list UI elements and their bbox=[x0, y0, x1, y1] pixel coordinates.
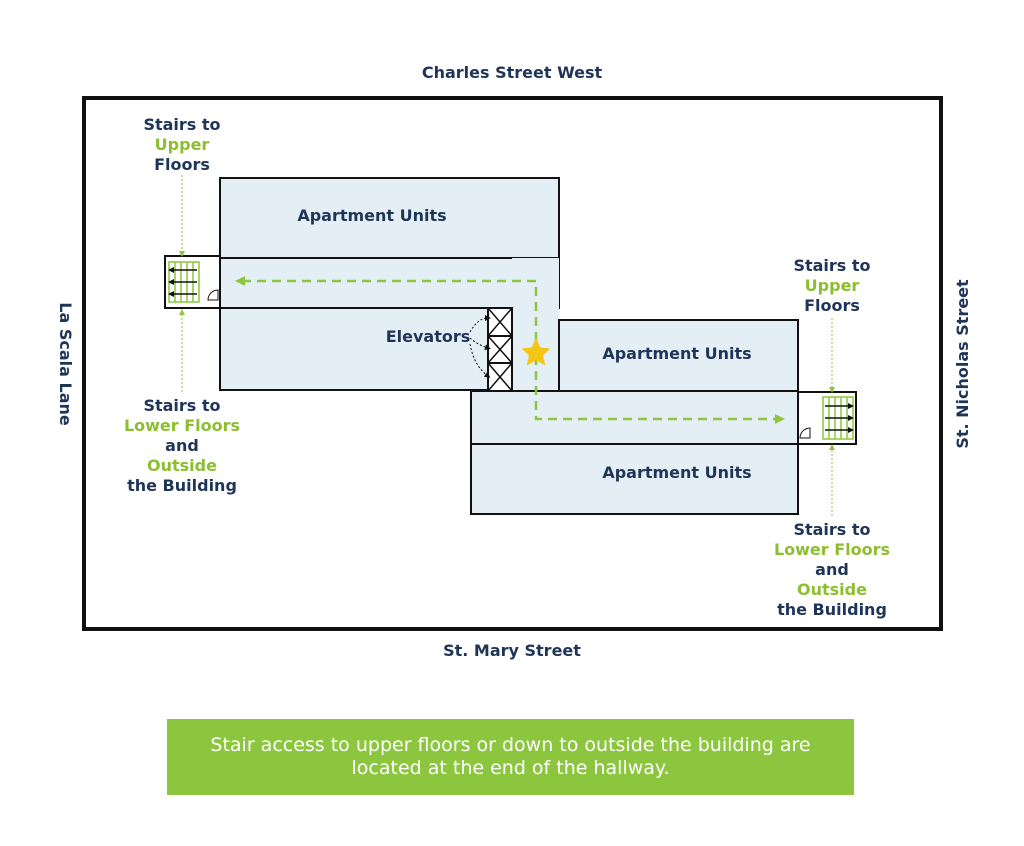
elevator-pointer-arrows bbox=[469, 315, 491, 378]
route-to-right-stairs bbox=[534, 356, 785, 424]
street-south: St. Mary Street bbox=[443, 641, 581, 660]
street-west: La Scala Lane bbox=[56, 302, 75, 426]
label-text: Lower Floors bbox=[774, 540, 890, 559]
elevator-shaft bbox=[487, 307, 513, 392]
stairwell-right bbox=[797, 391, 857, 445]
stairwell-left bbox=[164, 255, 221, 309]
unit-label-middle-right: Apartment Units bbox=[602, 344, 751, 363]
label-stairs-right-lower: Stairs to Lower Floors and Outside the B… bbox=[774, 520, 890, 619]
label-text: Lower Floors bbox=[124, 416, 240, 435]
label-text: Stairs to bbox=[143, 115, 220, 134]
caption-banner: Stair access to upper floors or down to … bbox=[167, 719, 854, 795]
label-text: and bbox=[165, 436, 199, 455]
label-text: Floors bbox=[804, 296, 860, 315]
label-text: and bbox=[815, 560, 849, 579]
label-text: Floors bbox=[154, 155, 210, 174]
street-east: St. Nicholas Street bbox=[953, 279, 972, 449]
label-text: the Building bbox=[777, 600, 887, 619]
label-stairs-right-upper: Stairs to Upper Floors bbox=[793, 256, 870, 315]
label-text: Stairs to bbox=[793, 520, 870, 539]
label-text: Outside bbox=[147, 456, 217, 475]
apartment-block-bottom-right bbox=[470, 443, 799, 515]
room-left-lower bbox=[219, 307, 489, 391]
unit-label-top-left: Apartment Units bbox=[297, 206, 446, 225]
label-text: Outside bbox=[797, 580, 867, 599]
street-north: Charles Street West bbox=[422, 63, 603, 82]
label-text: Stairs to bbox=[143, 396, 220, 415]
building-outline bbox=[82, 96, 943, 631]
hallway-lower bbox=[470, 390, 799, 445]
label-text: Stairs to bbox=[793, 256, 870, 275]
label-stairs-left-lower: Stairs to Lower Floors and Outside the B… bbox=[124, 396, 240, 495]
label-text: Upper bbox=[805, 276, 860, 295]
elevators-label: Elevators bbox=[386, 327, 471, 346]
unit-label-bottom-right: Apartment Units bbox=[602, 463, 751, 482]
hallway-upper bbox=[219, 257, 560, 309]
label-text: Upper bbox=[155, 135, 210, 154]
star-icon bbox=[521, 338, 551, 366]
label-stairs-left-upper: Stairs to Upper Floors bbox=[143, 115, 220, 174]
caption-text: Stair access to upper floors or down to … bbox=[210, 734, 811, 779]
label-text: the Building bbox=[127, 476, 237, 495]
route-to-left-stairs bbox=[235, 276, 538, 356]
